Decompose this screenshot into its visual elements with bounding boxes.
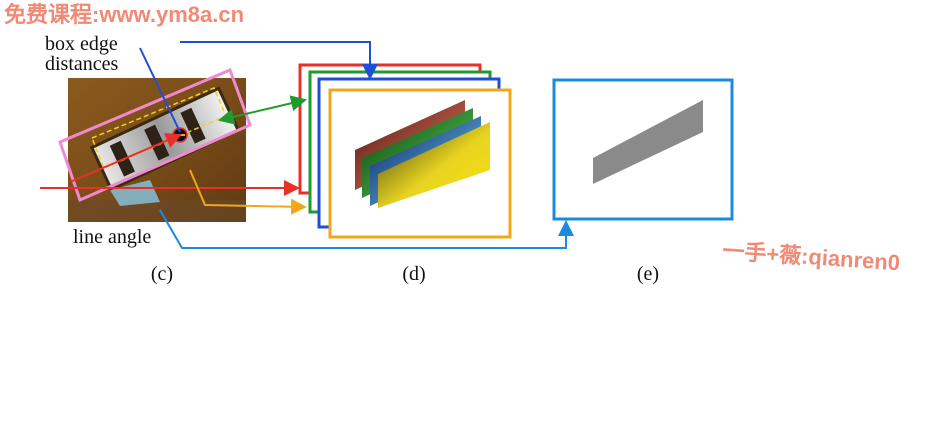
line-angle-label: line angle bbox=[73, 226, 151, 248]
arrow-orange-to-frame bbox=[189, 169, 307, 215]
watermark-right: 一手+薇:qianren0 bbox=[722, 238, 901, 275]
parallelogram-mask bbox=[593, 100, 703, 184]
arrow-angle-to-output bbox=[159, 209, 574, 249]
output-mask-panel bbox=[552, 78, 734, 221]
angle-wedge bbox=[110, 180, 160, 206]
box-edge-label-line2: distances bbox=[45, 53, 119, 75]
arrow-box-edge-to-center bbox=[139, 47, 181, 133]
caption-c: (c) bbox=[151, 263, 173, 285]
feature-stack-panel bbox=[298, 63, 512, 239]
arrow-red-diagonal bbox=[69, 133, 182, 183]
arrow-to-blue-frame bbox=[180, 41, 378, 80]
caption-d: (d) bbox=[402, 263, 425, 285]
feature-plane-yellow bbox=[378, 122, 490, 208]
caption-e: (e) bbox=[637, 263, 659, 285]
watermark-top: 免费课程:www.ym8a.cn bbox=[4, 2, 244, 27]
arrow-green-edge bbox=[218, 95, 307, 125]
box-edge-label-line1: box edge bbox=[45, 33, 118, 55]
